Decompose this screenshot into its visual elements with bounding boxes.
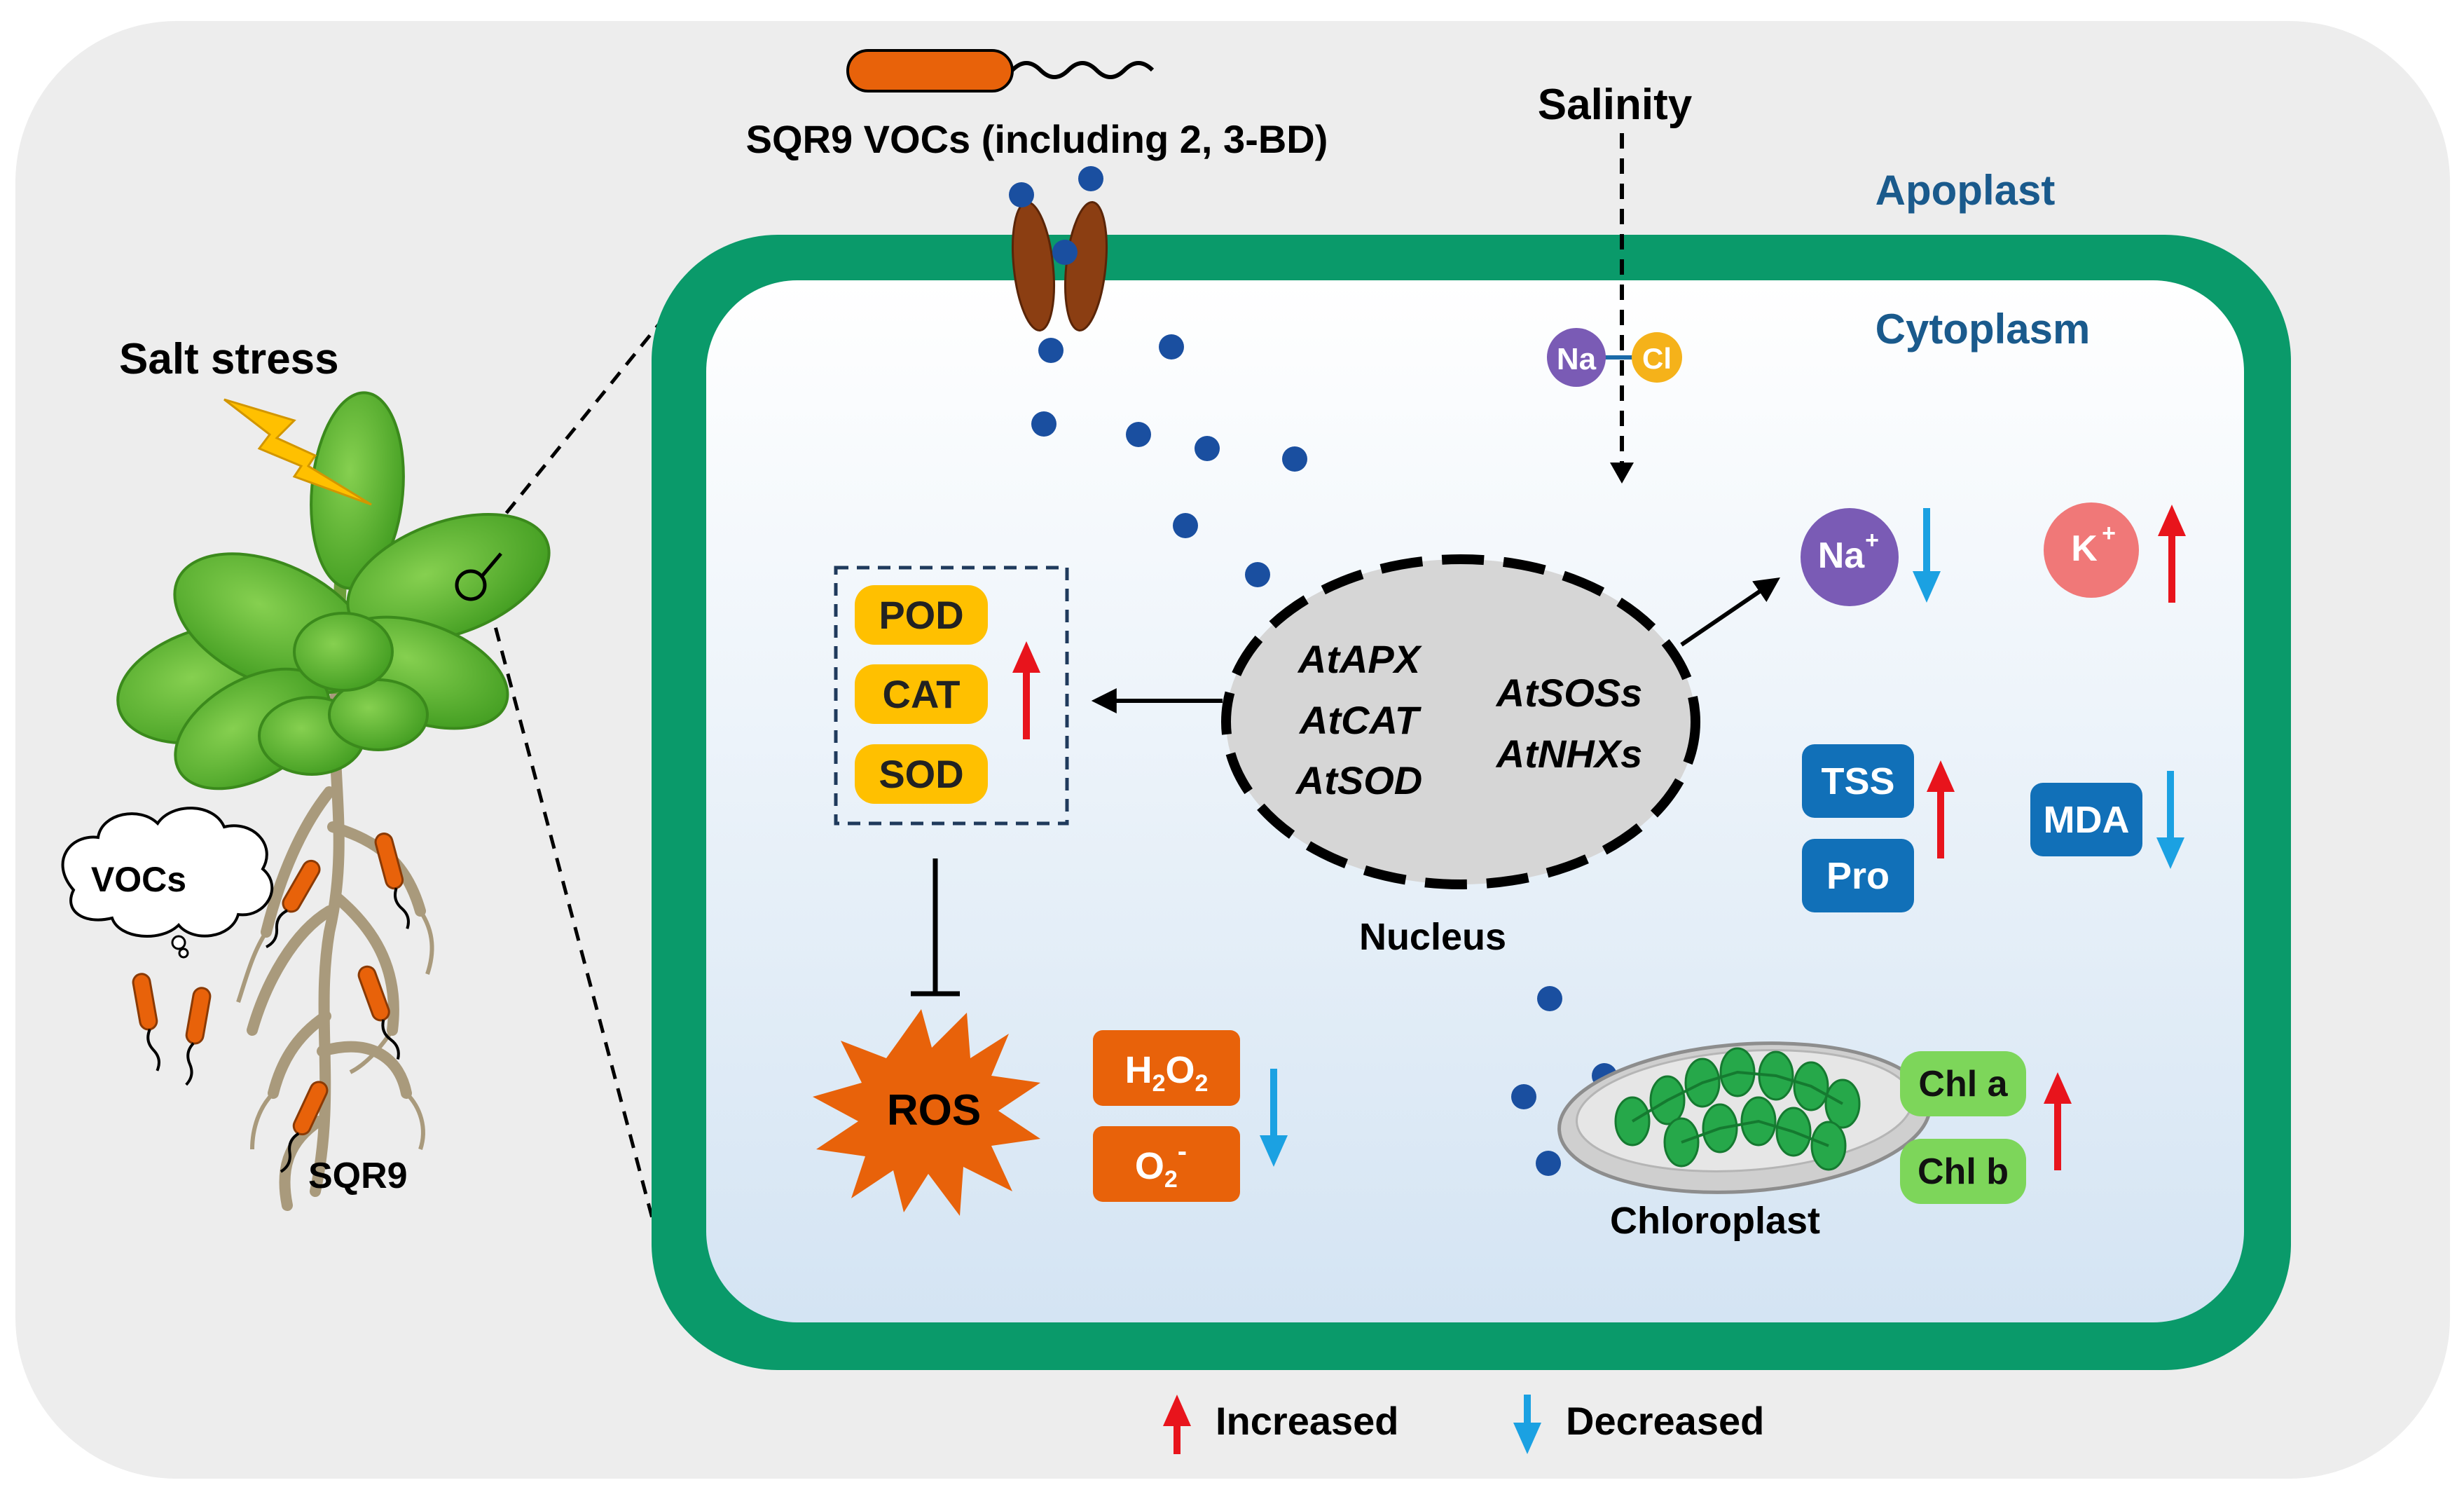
k-increase-arrow <box>2158 505 2186 603</box>
enzyme-dashed-box <box>834 566 1069 826</box>
na-plus-ion-icon <box>1801 508 1899 606</box>
cat-box <box>855 664 988 724</box>
bacterium-icon <box>374 833 410 929</box>
gene-atapx: AtAPX <box>1297 637 1423 681</box>
pod-box <box>855 585 988 645</box>
na-ion-icon <box>1547 328 1606 387</box>
k-plus-sup: + <box>2102 520 2116 547</box>
mda-label: MDA <box>2044 799 2130 841</box>
enzyme-cat: CAT <box>883 672 961 716</box>
zoom-marker-icon <box>455 569 487 601</box>
bacteria-group <box>132 833 410 1173</box>
voc-dots <box>1009 166 1617 1176</box>
plant-fine-roots <box>236 910 434 1150</box>
bacterium-icon <box>266 859 321 949</box>
k-plus-label: K <box>2071 528 2098 569</box>
zoom-line-top <box>475 293 684 552</box>
chl-a-box <box>1900 1051 2026 1116</box>
ros-label: ROS <box>887 1086 981 1135</box>
chl-a-label: Chl a <box>1918 1064 2008 1104</box>
sqr9-label: SQR9 <box>308 1156 408 1196</box>
gene-atnhxs: AtNHXs <box>1495 732 1642 776</box>
chl-b-box <box>1900 1139 2026 1204</box>
nucleus <box>1221 554 1700 889</box>
na-decrease-arrow <box>1913 508 1941 603</box>
bacterium-icon <box>132 973 160 1072</box>
membrane-channel-icon <box>1012 200 1108 332</box>
gene-atsoss: AtSOSs <box>1495 671 1643 715</box>
gene-atcat: AtCAT <box>1298 698 1422 742</box>
legend-decreased: Decreased <box>1566 1399 1764 1443</box>
bacterium-icon <box>280 1081 329 1173</box>
bacterium-icon <box>357 965 400 1060</box>
legend-increased: Increased <box>1216 1399 1399 1443</box>
top-bacterium-icon <box>846 49 1155 93</box>
chl-increase-arrow <box>2044 1072 2072 1170</box>
h2o2-label: H2O2 <box>1125 1049 1209 1097</box>
o2-label: O2- <box>1135 1136 1187 1193</box>
h2o2-box <box>1093 1030 1240 1106</box>
salinity-label: Salinity <box>1538 81 1693 129</box>
enzyme-pod: POD <box>879 593 963 637</box>
enzyme-increase-arrow <box>1012 641 1040 739</box>
legend-increase-arrow-icon <box>1163 1395 1191 1454</box>
chloroplast-label: Chloroplast <box>1610 1200 1820 1242</box>
ros-burst-icon <box>813 1009 1040 1216</box>
lightning-icon <box>223 398 372 506</box>
chl-b-label: Chl b <box>1918 1151 2009 1192</box>
mda-box <box>2030 783 2142 856</box>
tss-box <box>1802 744 1914 818</box>
nucleus-label: Nucleus <box>1359 916 1506 958</box>
pro-box <box>1802 839 1914 912</box>
tss-pro-increase-arrow <box>1927 760 1955 858</box>
sqr9-vocs-label: SQR9 VOCs (including 2, 3-BD) <box>746 117 1328 161</box>
ros-decrease-arrow <box>1260 1069 1288 1167</box>
apoplast-label: Apoplast <box>1875 167 2056 214</box>
bacterium-icon <box>185 987 212 1086</box>
tss-label: TSS <box>1821 760 1894 802</box>
gene-atsod: AtSOD <box>1295 758 1422 802</box>
plant <box>116 391 551 1211</box>
leaf <box>310 391 405 590</box>
enzyme-sod: SOD <box>879 752 963 796</box>
cytoplasm-label: Cytoplasm <box>1875 306 2091 352</box>
vocs-cloud-icon <box>61 807 274 959</box>
na-label: Na <box>1557 342 1597 376</box>
k-plus-ion-icon <box>2044 502 2139 598</box>
mda-decrease-arrow <box>2156 771 2184 869</box>
cl-label: Cl <box>1642 342 1672 375</box>
salt-stress-label: Salt stress <box>119 335 339 383</box>
cl-ion-icon <box>1632 332 1682 383</box>
na-plus-sup: + <box>1865 527 1879 554</box>
legend-decrease-arrow-icon <box>1513 1395 1541 1454</box>
na-plus-label: Na <box>1818 535 1866 576</box>
sod-box <box>855 744 988 804</box>
vocs-label: VOCs <box>91 860 186 899</box>
pro-label: Pro <box>1826 855 1890 897</box>
chloroplast-icon <box>1557 1041 1932 1194</box>
o2-box <box>1093 1126 1240 1202</box>
leaf <box>293 612 394 692</box>
nucleus-to-ion-arrow <box>1680 577 1780 647</box>
